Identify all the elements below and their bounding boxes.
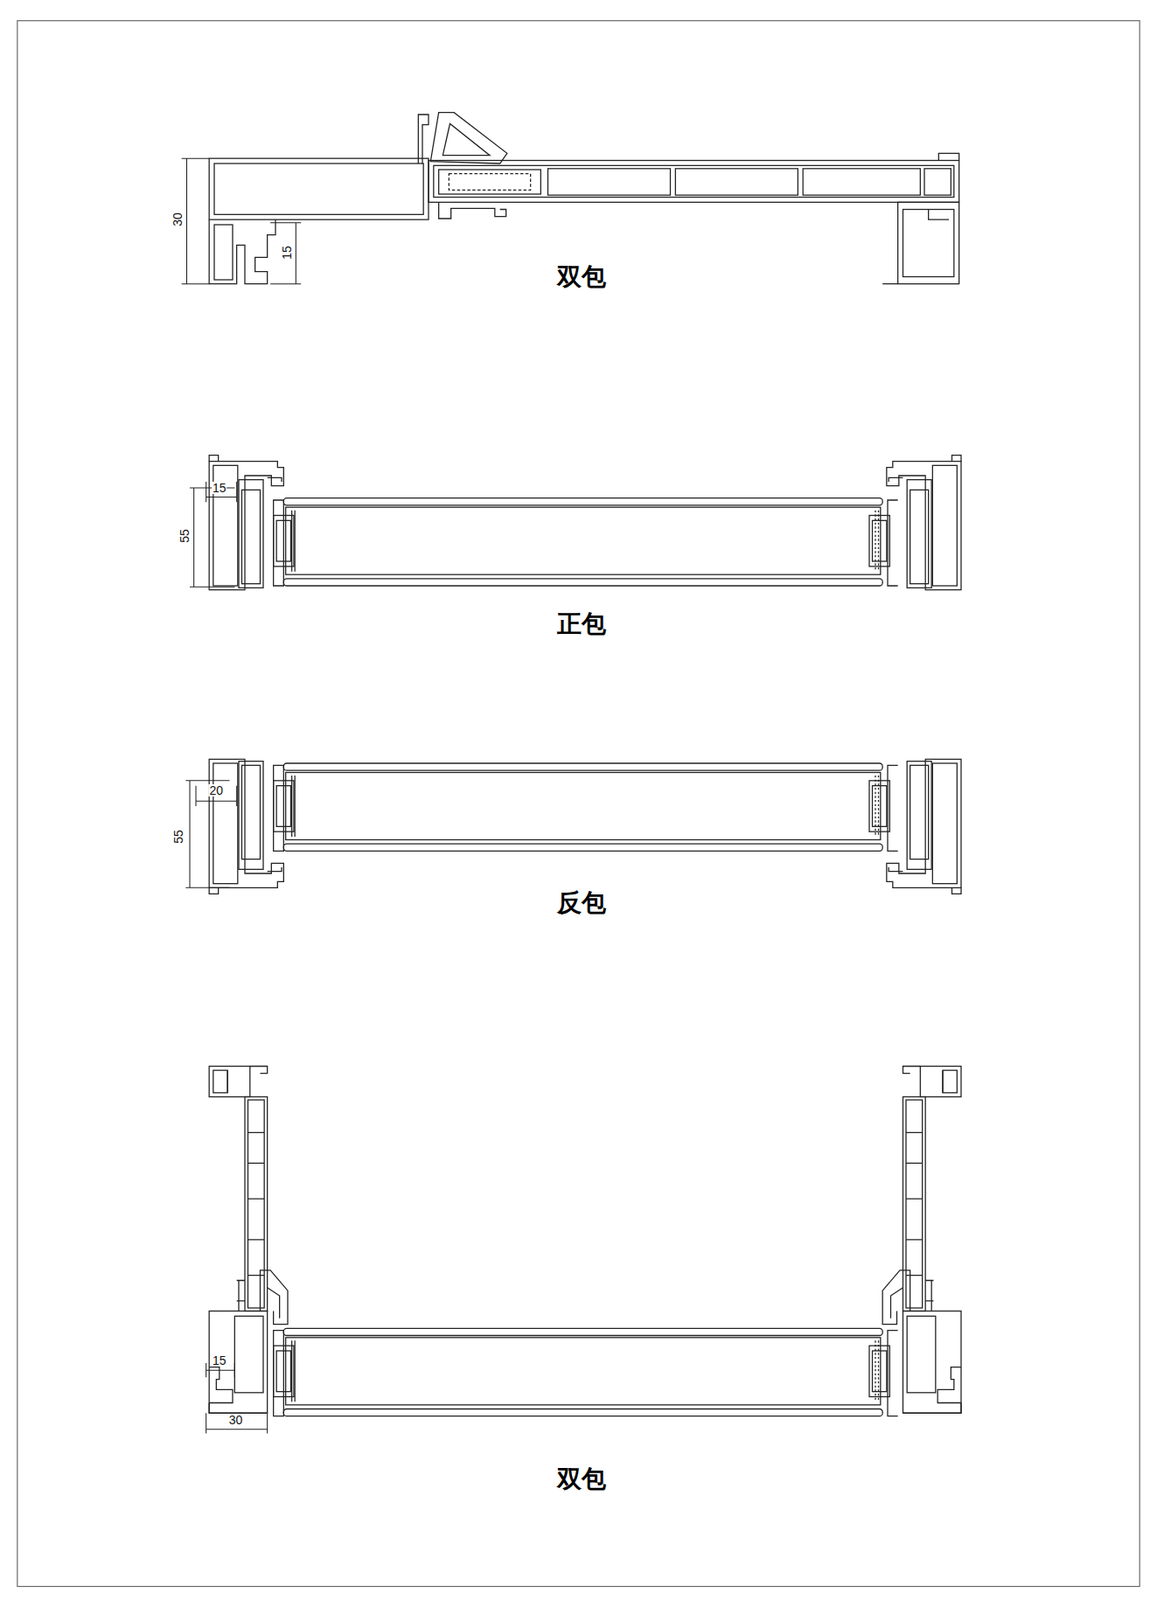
dimension-label: 15 (211, 1354, 228, 1367)
profile-section-3 (185, 759, 962, 894)
profile-section-2 (189, 455, 962, 591)
page-border (17, 20, 1140, 1588)
dimension-label: 15 (211, 481, 228, 495)
profile-section-4 (206, 1066, 962, 1435)
figure-caption: 双包 (556, 264, 607, 290)
dimension-label: 30 (228, 1414, 244, 1427)
figure-caption: 反包 (556, 891, 607, 916)
dimension-label: 55 (172, 829, 185, 845)
figure-caption: 正包 (556, 612, 607, 637)
profile-section-1 (181, 112, 960, 285)
dimension-label: 20 (209, 784, 225, 797)
figure-caption: 双包 (556, 1467, 607, 1492)
dimension-label: 55 (178, 528, 191, 544)
dimension-label: 15 (280, 245, 293, 262)
dimension-label: 30 (171, 211, 184, 228)
